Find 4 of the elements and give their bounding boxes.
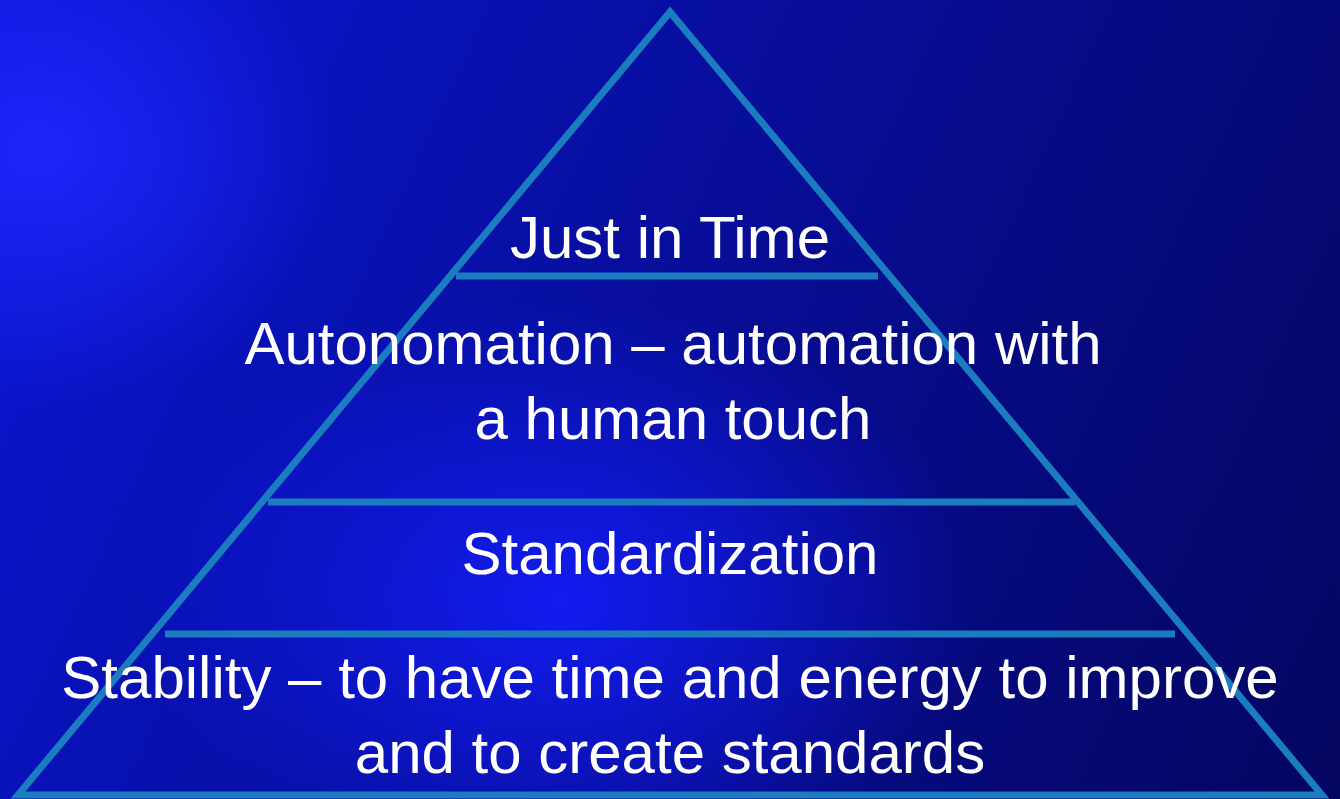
tier-label: Standardization (370, 516, 970, 591)
tier-label: Stability – to have time and energy to improve and to create standards (5, 640, 1335, 790)
tier-label: Just in Time (420, 200, 920, 275)
tier-label: Autonomation – automation with a human touch (243, 306, 1103, 456)
